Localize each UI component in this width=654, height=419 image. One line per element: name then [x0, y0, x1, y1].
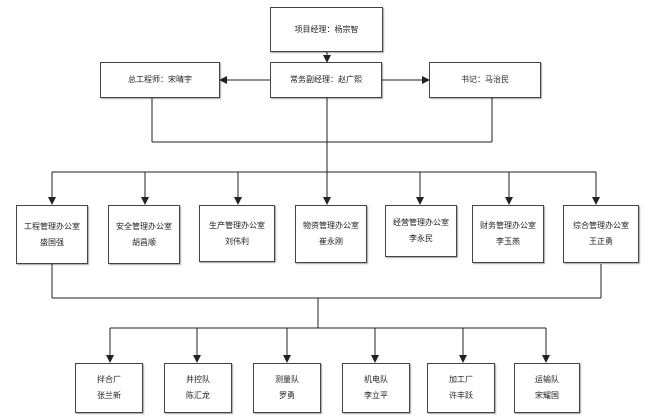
node-office: 生产管理办公室 刘伟利	[199, 205, 275, 262]
node-title: 井控队	[186, 375, 210, 384]
node-title: 运输队	[535, 375, 559, 384]
node-title: 财务管理办公室	[480, 221, 536, 230]
node-title: 机电队	[364, 375, 388, 384]
node-title: 综合管理办公室	[573, 221, 629, 230]
node-title: 加工厂	[449, 375, 473, 384]
node-title: 测量队	[275, 375, 299, 384]
node-team: 运输队 宋耀国	[514, 363, 580, 413]
node-label: 总工程师：宋晴宇	[128, 75, 192, 84]
node-person: 盛国强	[40, 237, 64, 247]
node-label: 常务副经理：赵广熙	[290, 75, 362, 84]
node-title: 拌合厂	[97, 375, 121, 384]
node-office: 工程管理办公室 盛国强	[16, 205, 88, 264]
node-office: 综合管理办公室 王正勇	[563, 205, 639, 263]
node-person: 陈汇龙	[186, 391, 210, 400]
node-person: 李永民	[409, 234, 433, 243]
node-person: 胡昌顺	[132, 237, 156, 247]
node-office: 经营管理办公室 李永民	[385, 205, 457, 257]
node-person: 刘伟利	[225, 236, 249, 246]
node-team: 测量队 罗勇	[253, 363, 321, 413]
node-title: 经营管理办公室	[393, 218, 449, 227]
node-person: 宋耀国	[535, 391, 559, 400]
node-party-secretary: 书记：马治民	[429, 62, 541, 98]
node-person: 许丰跃	[449, 391, 473, 400]
node-label: 书记：马治民	[461, 75, 509, 84]
node-office: 安全管理办公室 胡昌顺	[108, 205, 180, 264]
node-title: 生产管理办公室	[209, 220, 265, 230]
node-team: 加工厂 许丰跃	[427, 363, 495, 413]
node-person: 王正勇	[589, 237, 613, 246]
node-title: 安全管理办公室	[116, 221, 172, 231]
node-person: 罗勇	[279, 391, 295, 400]
node-person: 李立平	[364, 391, 388, 400]
node-office: 物资管理办公室 崔永刚	[295, 205, 367, 263]
node-person: 张兰新	[97, 391, 121, 400]
node-chief-engineer: 总工程师：宋晴宇	[100, 62, 220, 98]
node-team: 拌合厂 张兰新	[75, 363, 143, 413]
node-label: 项目经理：杨宗智	[294, 24, 359, 34]
node-person: 李玉燕	[496, 237, 520, 246]
node-person: 崔永刚	[319, 237, 343, 246]
node-title: 物资管理办公室	[303, 221, 359, 230]
node-project-manager: 项目经理：杨宗智	[270, 7, 383, 52]
node-team: 井控队 陈汇龙	[164, 363, 232, 413]
node-executive-deputy-manager: 常务副经理：赵广熙	[270, 62, 382, 98]
node-team: 机电队 李立平	[342, 363, 410, 413]
node-office: 财务管理办公室 李玉燕	[472, 205, 544, 263]
node-title: 工程管理办公室	[24, 221, 80, 231]
